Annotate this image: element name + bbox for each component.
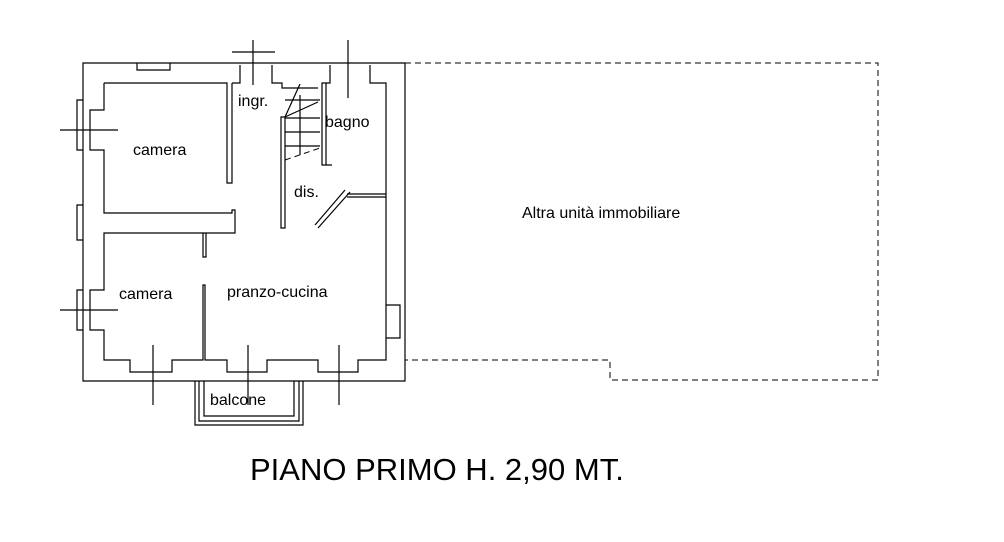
bagno-wall [314, 189, 386, 229]
room-label-balcone: balcone [210, 392, 267, 409]
outer-wall [82, 62, 406, 382]
other-unit-outline [405, 62, 879, 381]
inner-wall-outline [89, 65, 387, 373]
room-label-bagno: bagno [325, 114, 370, 131]
window-marks [76, 63, 401, 339]
axis-crosses [60, 40, 349, 405]
other-unit-label: Altra unità immobiliare [522, 205, 681, 222]
room-label-dis: dis. [294, 184, 319, 201]
stairs-hidden [284, 147, 321, 161]
plan-title: PIANO PRIMO H. 2,90 MT. [250, 452, 624, 487]
room-label-camera: camera [133, 142, 187, 159]
stair-wall [280, 116, 286, 229]
stairs [284, 83, 320, 155]
room-label-pranzo-cucina: pranzo-cucina [227, 284, 328, 301]
wall-camere [202, 233, 207, 258]
room-label-ingresso: ingr. [238, 93, 269, 110]
balcone-outline [194, 381, 304, 426]
room-label-camera: camera [119, 286, 173, 303]
